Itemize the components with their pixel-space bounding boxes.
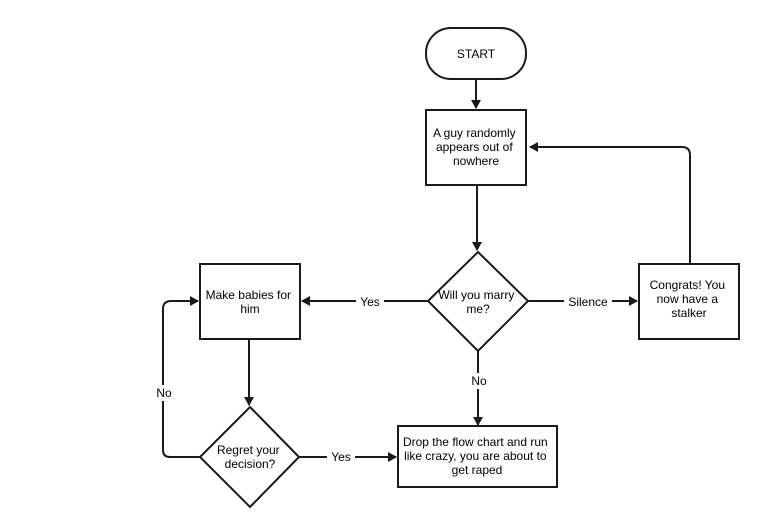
appears-node-label: A guy randomly appears out of nowhere: [433, 126, 519, 168]
regret-decision-label: Regret your decision?: [217, 443, 283, 471]
babies-node-label: Make babies for him: [206, 288, 295, 316]
edge-label-marry-yes: Yes: [360, 295, 380, 309]
marry-decision-label: Will you marry me?: [438, 288, 517, 316]
start-node: START: [425, 27, 527, 80]
edge-label-marry-silence: Silence: [568, 295, 608, 309]
stalker-node-label: Congrats! You now have a stalker: [650, 278, 729, 320]
edge-stalker-to-appears: [529, 142, 691, 264]
start-node-label: START: [457, 47, 496, 61]
edge-label-regret-yes: Yes: [331, 450, 351, 464]
marry-decision-node: Will you marry me?: [426, 250, 530, 353]
regret-decision-node: Regret your decision?: [198, 405, 301, 509]
edge-label-marry-no: No: [471, 374, 487, 388]
edge-label-regret-no: No: [156, 386, 172, 400]
run-node-label: Drop the flow chart and run like crazy, …: [403, 435, 551, 477]
appears-node: A guy randomly appears out of nowhere: [425, 109, 527, 186]
stalker-node: Congrats! You now have a stalker: [638, 263, 740, 340]
run-node: Drop the flow chart and run like crazy, …: [397, 425, 558, 488]
edge-labels: Yes Silence No No Yes: [153, 293, 612, 465]
edge-regret-no-to-babies: [162, 296, 200, 458]
babies-node: Make babies for him: [199, 263, 301, 340]
